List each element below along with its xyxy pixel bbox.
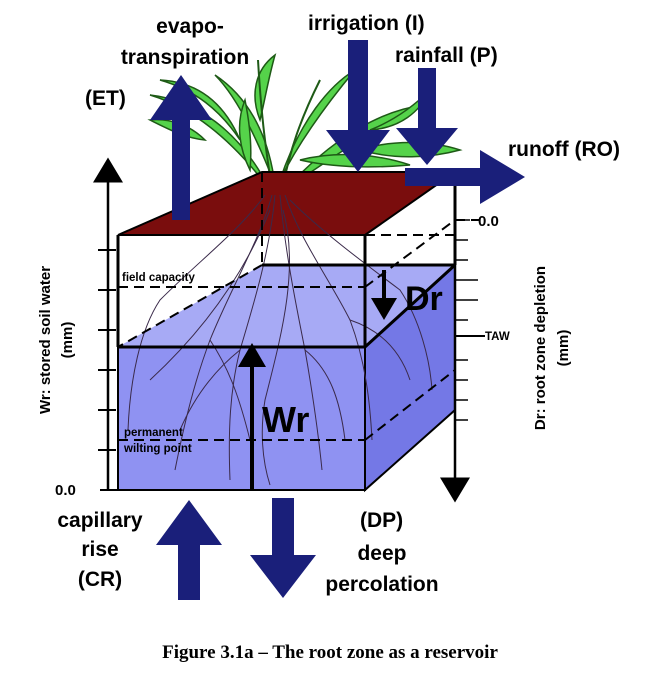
zero-left-label: 0.0 bbox=[55, 482, 76, 499]
taw-label: TAW bbox=[485, 331, 510, 343]
right-axis bbox=[440, 219, 485, 503]
zero-right-label: 0.0 bbox=[478, 213, 499, 230]
cr-label-line2: rise bbox=[81, 538, 118, 561]
roots bbox=[127, 194, 433, 486]
wr-arrow bbox=[238, 343, 266, 490]
field-capacity-label: field capacity bbox=[122, 272, 195, 284]
flux-arrows bbox=[150, 40, 525, 600]
dp-label-line2: percolation bbox=[325, 573, 438, 596]
wr-label: Wr bbox=[262, 399, 309, 440]
dr-label: Dr bbox=[405, 280, 443, 318]
pwp-label-line1: permanent bbox=[124, 427, 183, 439]
capillary-rise-arrow bbox=[156, 500, 222, 600]
irrigation-label: irrigation (I) bbox=[308, 12, 425, 35]
et-abbr-label: (ET) bbox=[85, 87, 126, 110]
irrigation-arrow bbox=[326, 40, 390, 172]
runoff-arrow bbox=[405, 150, 525, 204]
solid-edges bbox=[116, 172, 457, 349]
right-axis-title-line1: Dr: root zone depletion bbox=[532, 266, 549, 430]
figure-caption: Figure 3.1a – The root zone as a reservo… bbox=[162, 642, 498, 663]
rainfall-arrow bbox=[396, 68, 458, 165]
cr-label-line1: capillary bbox=[57, 509, 143, 532]
dp-label-line1: deep bbox=[357, 542, 406, 565]
dr-arrow bbox=[371, 270, 397, 320]
left-axis-title-line2: (mm) bbox=[59, 322, 76, 359]
water-top-face bbox=[118, 265, 455, 347]
water-front-face bbox=[117, 346, 366, 491]
et-arrow bbox=[150, 75, 212, 220]
left-axis bbox=[93, 157, 123, 491]
cr-abbr-label: (CR) bbox=[78, 568, 122, 591]
et-label-line2: transpiration bbox=[121, 46, 249, 69]
right-axis-title-line2: (mm) bbox=[555, 330, 572, 367]
rainfall-label: rainfall (P) bbox=[395, 44, 498, 67]
left-axis-title-line1: Wr: stored soil water bbox=[37, 266, 54, 414]
dp-abbr-label: (DP) bbox=[360, 509, 403, 532]
deep-percolation-arrow bbox=[250, 498, 316, 598]
runoff-label: runoff (RO) bbox=[508, 138, 620, 161]
et-label-line1: evapo- bbox=[156, 15, 224, 38]
pwp-label-line2: wilting point bbox=[123, 443, 192, 455]
